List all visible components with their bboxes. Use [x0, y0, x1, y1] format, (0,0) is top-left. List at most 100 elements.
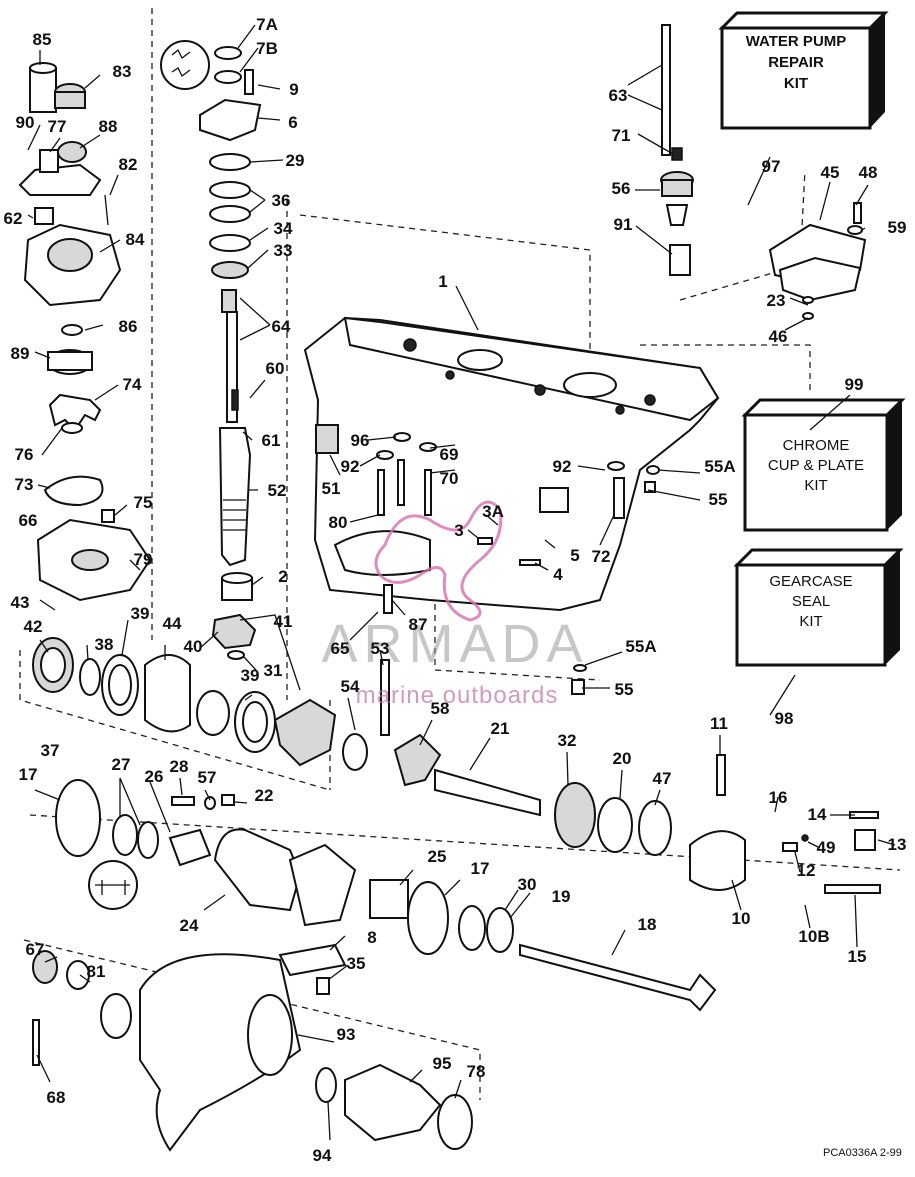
part-30 [458, 905, 486, 951]
gearcase-seal-kit-line-3: KIT [799, 613, 822, 630]
callout-41: 41 [274, 612, 293, 631]
shift-rod-assembly [660, 24, 867, 320]
part-31 [227, 650, 245, 660]
part-9-bolt [244, 69, 254, 95]
water-pump-kit-line-3: KIT [784, 75, 808, 92]
part-41-drive-gear [273, 698, 337, 767]
callout-5: 5 [570, 546, 579, 565]
callout-94: 94 [313, 1146, 332, 1165]
part-96 [393, 432, 411, 442]
callout-25: 25 [428, 847, 447, 866]
callout-40: 40 [184, 637, 203, 656]
watermark: ARMADA marine outboards [321, 500, 588, 709]
part-36-washer [209, 181, 251, 199]
part-7-circle [160, 40, 210, 90]
callout-10B: 10B [798, 927, 829, 946]
callout-1: 1 [438, 272, 447, 291]
callout-73: 73 [15, 475, 34, 494]
callout-11: 11 [710, 714, 728, 733]
callout-83: 83 [113, 62, 132, 81]
callout-34: 34 [274, 219, 293, 238]
callout-84: 84 [126, 230, 145, 249]
callout-95: 95 [433, 1054, 452, 1073]
part-19 [486, 907, 514, 953]
callout-31: 31 [264, 661, 283, 680]
callout-57: 57 [198, 768, 217, 787]
propeller-parts [32, 950, 473, 1152]
part-13 [854, 829, 876, 851]
chrome-cup-kit-line-3: KIT [804, 477, 827, 494]
part-57 [204, 796, 216, 810]
part-71 [671, 147, 683, 161]
callout-19: 19 [552, 887, 571, 906]
part-74-impeller [48, 393, 102, 432]
part-46 [802, 312, 814, 320]
callout-96: 96 [351, 431, 370, 450]
callout-12: 12 [797, 861, 816, 880]
part-12 [782, 842, 798, 852]
callout-65: 65 [331, 639, 350, 658]
part-35 [316, 977, 330, 995]
part-41-gear [211, 613, 257, 650]
leader-lines [27, 24, 896, 1141]
callout-55A-bottom: 55A [625, 637, 656, 656]
chrome-cup-kit-line-1: CHROME [783, 437, 850, 454]
part-34 [209, 234, 251, 252]
part-48-screw [853, 202, 862, 224]
water-pump-parts [18, 62, 152, 602]
callout-24: 24 [180, 916, 199, 935]
callout-2: 2 [278, 567, 287, 586]
callout-55-bottom: 55 [615, 680, 634, 699]
callout-62: 62 [4, 209, 23, 228]
callout-17-left: 17 [19, 765, 38, 784]
watermark-brand: ARMADA [321, 614, 588, 674]
water-pump-kit-line-2: REPAIR [768, 54, 824, 71]
water-pump-kit-box: WATER PUMP REPAIR KIT [718, 11, 889, 130]
chrome-cup-kit-line-2: CUP & PLATE [768, 457, 864, 474]
part-55-fitting [571, 679, 585, 695]
part-38 [79, 658, 101, 696]
part-63-rod [661, 24, 671, 156]
callout-66: 66 [19, 511, 38, 530]
part-3 [477, 537, 493, 545]
part-73-gasket [43, 475, 104, 507]
part-29-seal [209, 153, 251, 171]
part-68-pin [32, 1019, 40, 1066]
callout-61: 61 [262, 431, 281, 450]
gearcase-housing [303, 316, 720, 612]
callout-39-right: 39 [241, 666, 260, 685]
callout-33: 33 [274, 241, 293, 260]
part-4 [519, 559, 541, 566]
callout-3A: 3A [482, 502, 504, 521]
callout-64: 64 [272, 317, 291, 336]
water-pump-kit-line-1: WATER PUMP [746, 33, 847, 50]
part-94 [315, 1067, 337, 1103]
part-28 [171, 796, 195, 806]
callout-18: 18 [638, 915, 657, 934]
callout-46: 46 [769, 327, 788, 346]
callout-labels: 85 83 90 77 88 82 62 84 86 89 74 76 73 7… [4, 15, 907, 1165]
callout-43: 43 [11, 593, 30, 612]
callout-37: 37 [41, 741, 60, 760]
callout-58: 58 [431, 699, 450, 718]
callout-55A-top: 55A [704, 457, 735, 476]
callout-53: 53 [371, 639, 390, 658]
callout-20: 20 [613, 749, 632, 768]
callout-6: 6 [288, 113, 297, 132]
callout-70: 70 [440, 469, 459, 488]
part-49 [801, 834, 809, 842]
part-17b-oring [407, 881, 449, 955]
callout-92-left: 92 [341, 457, 360, 476]
callout-52: 52 [268, 481, 287, 500]
part-8-plate [278, 943, 347, 977]
part-11 [716, 754, 726, 796]
callout-68: 68 [47, 1088, 66, 1107]
callout-67: 67 [26, 940, 45, 959]
callout-92-right: 92 [553, 457, 572, 476]
part-52-pinion-shaft [218, 427, 252, 567]
watermark-logo-icon [374, 500, 503, 622]
part-62 [34, 207, 54, 225]
callout-39-left: 39 [131, 604, 150, 623]
callout-32: 32 [558, 731, 577, 750]
